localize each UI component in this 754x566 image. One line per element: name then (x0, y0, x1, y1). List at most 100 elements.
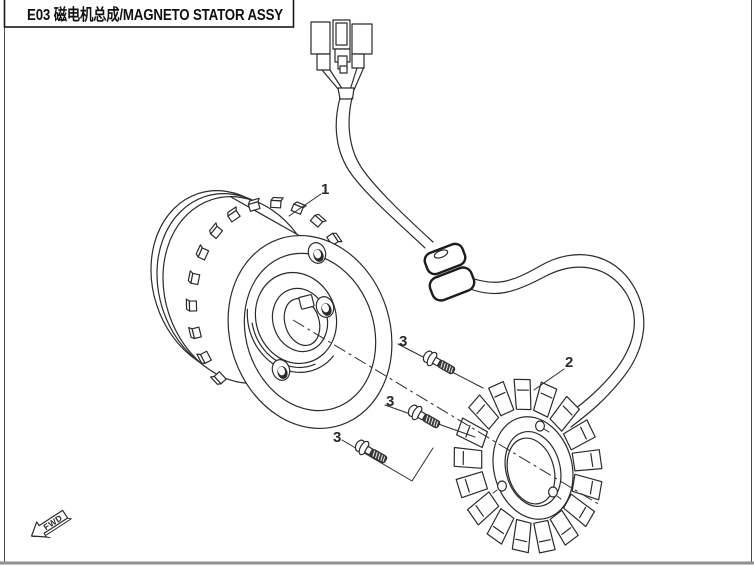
title-box (3, 0, 295, 28)
callout-bolt-bottom: 3 (333, 429, 341, 446)
stator-tooth (455, 471, 488, 499)
page-title: E03 磁电机总成/MAGNETO STATOR ASSY (27, 5, 283, 24)
stator-tooth (467, 491, 500, 526)
rotor-notch (326, 232, 343, 247)
frame-bottom (0, 561, 754, 565)
stator-tooth (513, 378, 532, 411)
leader-bolt-bottom (341, 439, 434, 482)
title-block: E03 磁电机总成/MAGNETO STATOR ASSY (3, 0, 295, 28)
stator-tooth (571, 449, 603, 472)
rotor-notch-face (309, 214, 324, 228)
leader-flywheel (288, 193, 322, 217)
callout-stator: 2 (565, 354, 573, 371)
connector-wire-fanout (321, 66, 365, 91)
rotor-notch (187, 270, 201, 286)
stator-tooth (511, 518, 532, 554)
stator-screw-hole-left (492, 480, 508, 494)
stator-tooth-bevel (539, 539, 551, 543)
hub-keyway (298, 294, 315, 310)
rotor-notch (270, 196, 284, 209)
grommet-tube-entry (433, 249, 449, 259)
fwd-arrow-thickness (31, 517, 73, 539)
stator-tooth (549, 395, 580, 432)
stator-tooth (571, 473, 603, 501)
rotor-notch (195, 244, 210, 261)
rotor-drum-top-edge (230, 196, 301, 237)
callout-labels: 1 2 3 3 3 (321, 181, 573, 446)
connector-left-tab (310, 21, 331, 55)
grommet-upper-pad (423, 242, 467, 276)
stator-tooth-bevel (579, 506, 587, 519)
rotor-notches (185, 196, 343, 385)
rotor-hole-right (315, 296, 335, 318)
grommet-lower-pad (428, 266, 476, 302)
rotor-notch (210, 371, 227, 385)
rotor-notch (309, 213, 327, 228)
axis-line-dashed (292, 319, 601, 506)
rotor-notch-face (191, 326, 202, 340)
callout-bolt-middle: 3 (386, 393, 394, 410)
stator-tooth (488, 381, 515, 417)
stator-tooth (549, 509, 579, 546)
rotor-hole-top (307, 242, 327, 264)
stator-tooth-bevel (464, 479, 470, 493)
callout-flywheel: 1 (321, 181, 329, 198)
stator-center-hole-inner-edge (506, 437, 556, 505)
rotor-notch (227, 206, 241, 223)
callout-bolt-top: 3 (399, 333, 407, 350)
stator-tooth (468, 394, 500, 430)
stator-wire-upper-edge (465, 254, 645, 428)
connector-left-lower-tab (316, 53, 331, 71)
stator-wire-lower-edge (467, 266, 635, 417)
stator-tooth (456, 417, 488, 449)
stator-tooth-bevel (515, 538, 528, 543)
connector-latch-slot (335, 22, 348, 46)
stator-tooth-bevel (540, 392, 553, 399)
rotor-notch (209, 222, 224, 240)
connector-neck (337, 87, 355, 100)
stator-tooth-bevel (561, 527, 572, 535)
rotor-notch (247, 197, 261, 212)
harness-connector (310, 19, 373, 100)
harness-grommet (423, 242, 476, 302)
harness-tube-right-edge (348, 97, 434, 243)
rotor-notch-face (190, 272, 201, 286)
stator-tooth (486, 508, 515, 545)
connector-latch-tip (339, 65, 348, 74)
rotor-notch-face (210, 225, 224, 240)
wiring-harness (310, 19, 645, 428)
stator-tooth (533, 519, 556, 554)
stator-tooth-bevel (590, 452, 594, 467)
rotor-notch-face (213, 371, 227, 385)
stator-tooth-bevel (492, 525, 504, 535)
fwd-arrow-shape (30, 509, 69, 538)
stator-teeth (453, 378, 603, 554)
rotor-notch (188, 326, 202, 340)
stator-tooth-bevel (589, 480, 594, 495)
hub-ridge-inner (251, 322, 316, 369)
connector-right-tab (351, 23, 373, 55)
rotor-notch (185, 298, 198, 312)
harness-tube-left-edge (335, 97, 426, 249)
rotor-notch-face (270, 199, 282, 209)
flywheel-rotor (150, 190, 393, 430)
stator-tooth (533, 381, 558, 418)
stator-tooth-bevel (475, 505, 484, 517)
rotor-notch-face (197, 247, 210, 261)
rotor-notch-face (247, 201, 261, 212)
flange-bolt-top (420, 347, 459, 379)
rotor-notch-face (199, 350, 212, 364)
rotor-face-inner-ring (243, 252, 377, 412)
stator-screw-hole-bottom (547, 486, 562, 500)
stator-tooth-bevel (494, 392, 506, 398)
stator-tooth-bevel (465, 424, 471, 438)
rotor-notch-face (227, 209, 241, 223)
stator-tooth (453, 446, 483, 469)
stator-tooth-bevel (562, 405, 573, 416)
stator-assembly (453, 378, 603, 554)
rotor-notch (196, 350, 212, 364)
stator-tooth-bevel (580, 426, 587, 440)
